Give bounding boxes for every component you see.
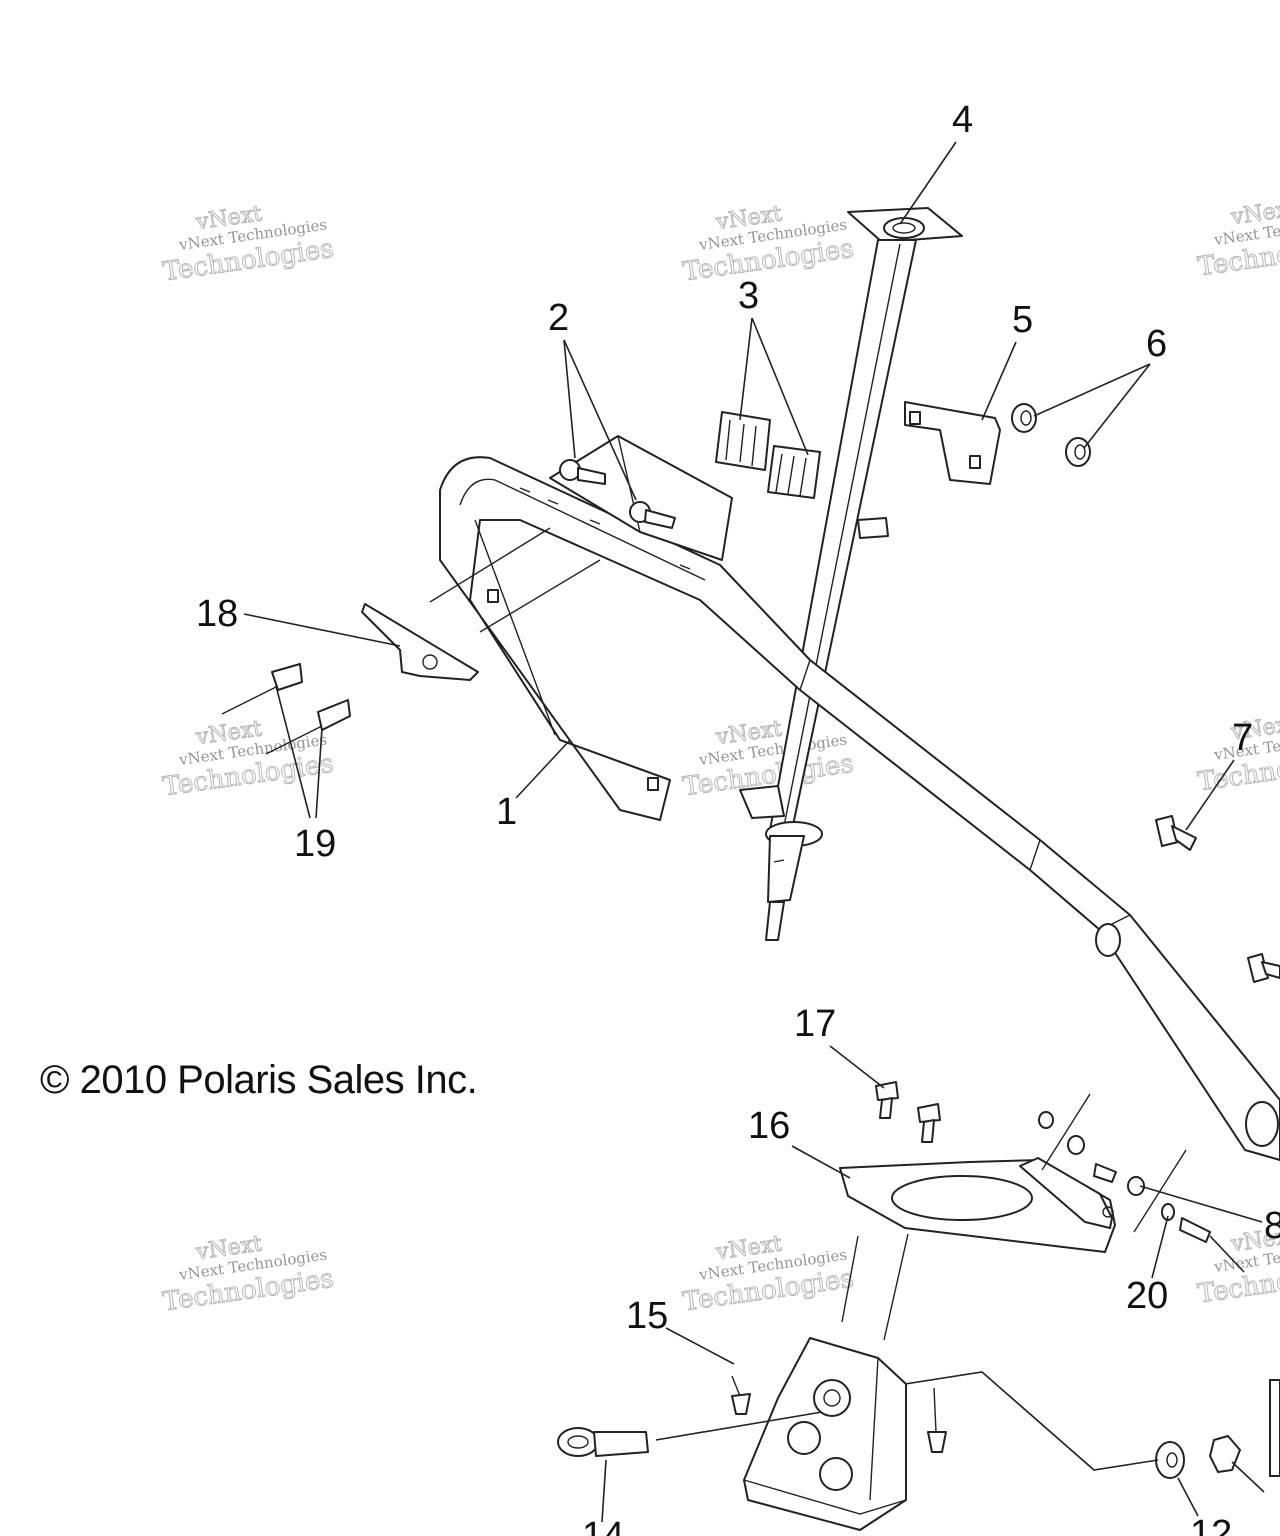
pins xyxy=(731,1375,947,1453)
bolt-7 xyxy=(1155,815,1197,851)
rivets xyxy=(221,663,351,755)
washer-nut-12 xyxy=(1155,1379,1280,1479)
copyright-notice: © 2010 Polaris Sales Inc. xyxy=(40,1058,478,1102)
callout-4: 4 xyxy=(952,99,973,141)
callout-1: 1 xyxy=(496,791,517,833)
callout-17: 17 xyxy=(794,1003,836,1045)
callout-2: 2 xyxy=(548,297,569,339)
callout-19: 19 xyxy=(294,823,336,865)
callout-18: 18 xyxy=(196,593,238,635)
lower-plate xyxy=(839,1157,1116,1253)
clip-parts xyxy=(715,411,821,499)
bolt-right-edge xyxy=(1247,953,1280,983)
steering-post xyxy=(739,207,963,941)
callout-8: 8 xyxy=(1264,1205,1280,1247)
callout-12: 12 xyxy=(1190,1513,1232,1536)
callout-14: 14 xyxy=(582,1515,624,1536)
bolts-17 xyxy=(875,1081,941,1143)
callout-5: 5 xyxy=(1012,299,1033,341)
callout-15: 15 xyxy=(626,1295,668,1337)
grommets xyxy=(1011,403,1091,467)
callout-6: 6 xyxy=(1146,323,1167,365)
lower-housing xyxy=(743,1233,909,1531)
leader-lines xyxy=(243,141,1265,1523)
mount-bracket xyxy=(904,401,1001,485)
grip-bracket xyxy=(549,435,733,561)
callout-3: 3 xyxy=(738,275,759,317)
nuts-washers xyxy=(1038,1093,1211,1243)
callout-20: 20 xyxy=(1126,1275,1168,1317)
callout-7: 7 xyxy=(1232,717,1253,759)
rod-end xyxy=(557,1427,649,1457)
callout-16: 16 xyxy=(748,1105,790,1147)
handlebar-frame xyxy=(429,456,1280,1161)
watermark-group: vNext vNext Technologies Technologies vN… xyxy=(160,196,1280,1318)
callout-labels: 4 2 3 5 6 7 18 19 1 17 16 8 20 15 14 12 xyxy=(196,99,1280,1536)
mount-plate xyxy=(361,603,479,681)
